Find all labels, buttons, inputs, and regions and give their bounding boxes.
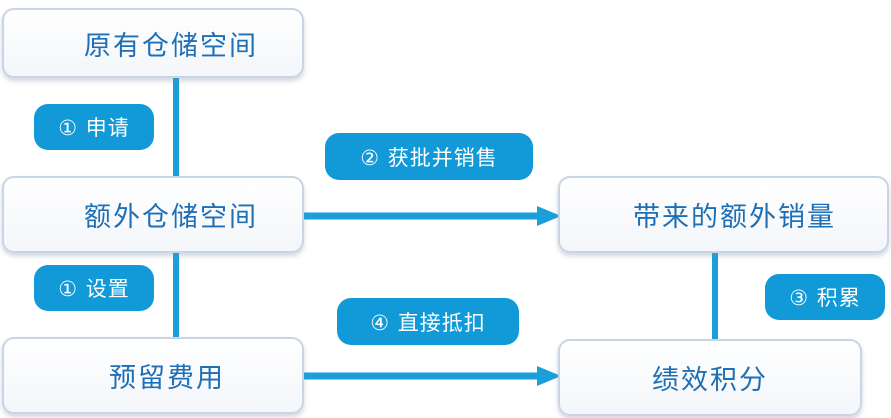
box-original-storage: 原有仓储空间: [2, 8, 304, 78]
box-reserved-fee: 预留费用: [2, 337, 304, 414]
step-accumulate-label: ③ 积累: [765, 274, 885, 320]
step-direct-deduct-label: ④ 直接抵扣: [337, 298, 519, 345]
step-setup-label: ① 设置: [34, 265, 154, 311]
step-apply-label: ① 申请: [34, 104, 154, 150]
box-performance-points: 绩效积分: [558, 339, 862, 416]
step-approved-sell-label: ② 获批并销售: [325, 133, 533, 180]
box-extra-sales: 带来的额外销量: [558, 176, 889, 253]
box-extra-storage: 额外仓储空间: [2, 176, 304, 253]
connector-sales-to-points: [712, 251, 718, 341]
arrow-extra-to-sales: [303, 206, 561, 226]
connector-original-to-extra: [173, 76, 179, 178]
arrow-fee-to-points: [303, 366, 561, 386]
connector-extra-to-fee: [173, 251, 179, 339]
